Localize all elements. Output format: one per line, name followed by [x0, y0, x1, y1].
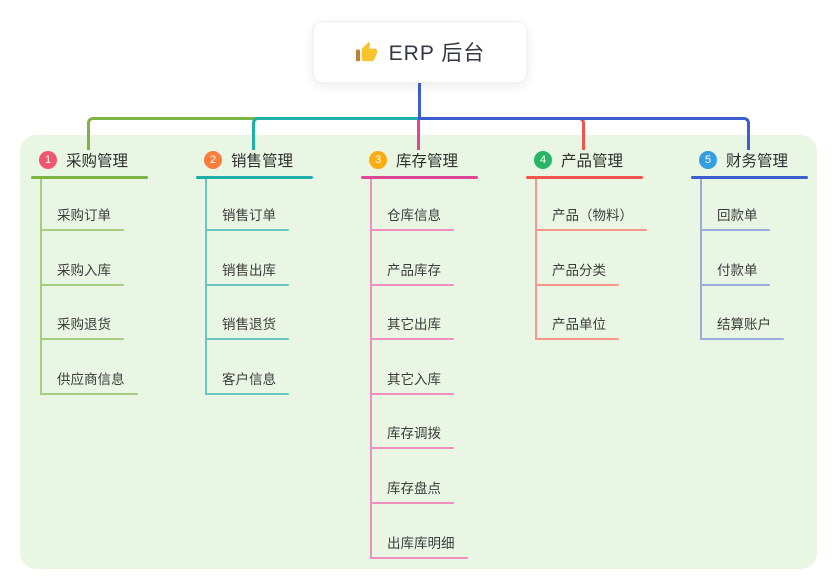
- branch-item[interactable]: 客户信息: [222, 372, 276, 387]
- branch-item[interactable]: 付款单: [717, 263, 758, 278]
- branch-badge: 1: [39, 151, 57, 169]
- branch-trunk-line: [535, 179, 537, 340]
- item-underline: [40, 284, 124, 286]
- item-underline: [700, 229, 770, 231]
- branch-item[interactable]: 仓库信息: [387, 208, 441, 223]
- branch-item[interactable]: 其它入库: [387, 372, 441, 387]
- branch-item[interactable]: 采购订单: [57, 208, 111, 223]
- branch-item[interactable]: 销售出库: [222, 263, 276, 278]
- item-underline: [370, 447, 454, 449]
- branch-underline: [526, 176, 643, 179]
- connector-branch-5: [418, 117, 750, 150]
- branch-item[interactable]: 供应商信息: [57, 372, 125, 387]
- branch-header-1[interactable]: 1 采购管理: [39, 149, 128, 171]
- item-underline: [535, 338, 619, 340]
- branch-item[interactable]: 结算账户: [717, 317, 771, 332]
- root-connector-stem: [417, 83, 421, 119]
- branch-item[interactable]: 产品分类: [552, 263, 606, 278]
- branch-header-5[interactable]: 5 财务管理: [699, 149, 788, 171]
- branch-badge: 3: [369, 151, 387, 169]
- branch-header-2[interactable]: 2 销售管理: [204, 149, 293, 171]
- item-underline: [370, 338, 454, 340]
- branch-header-4[interactable]: 4 产品管理: [534, 149, 623, 171]
- branch-item[interactable]: 销售订单: [222, 208, 276, 223]
- branch-item[interactable]: 其它出库: [387, 317, 441, 332]
- item-underline: [700, 338, 784, 340]
- branch-label: 采购管理: [66, 153, 129, 170]
- branch-label: 销售管理: [231, 153, 294, 170]
- branch-trunk-line: [700, 179, 702, 340]
- item-underline: [205, 393, 289, 395]
- item-underline: [535, 229, 647, 231]
- branch-header-3[interactable]: 3 库存管理: [369, 149, 458, 171]
- branch-badge: 4: [534, 151, 552, 169]
- branch-item[interactable]: 库存盘点: [387, 481, 441, 496]
- branch-underline: [31, 176, 148, 179]
- branch-label: 产品管理: [561, 153, 624, 170]
- item-underline: [370, 557, 468, 559]
- item-underline: [370, 502, 454, 504]
- thumbs-up-icon: [355, 41, 377, 61]
- branch-underline: [691, 176, 808, 179]
- branch-item[interactable]: 产品库存: [387, 263, 441, 278]
- connector-branch-2: [252, 117, 418, 150]
- root-label: ERP 后台: [388, 42, 486, 65]
- branch-label: 财务管理: [726, 153, 789, 170]
- item-underline: [40, 338, 124, 340]
- item-underline: [370, 393, 454, 395]
- item-underline: [205, 338, 289, 340]
- branch-trunk-line: [40, 179, 42, 395]
- root-node[interactable]: ERP 后台: [313, 21, 527, 83]
- branch-item[interactable]: 产品（物料）: [552, 208, 633, 223]
- branch-badge: 2: [204, 151, 222, 169]
- branch-item[interactable]: 回款单: [717, 208, 758, 223]
- branch-trunk-line: [370, 179, 372, 559]
- branch-badge: 5: [699, 151, 717, 169]
- item-underline: [40, 393, 138, 395]
- item-underline: [370, 229, 454, 231]
- branch-item[interactable]: 销售退货: [222, 317, 276, 332]
- branch-underline: [361, 176, 478, 179]
- branch-underline: [196, 176, 313, 179]
- connector-branch-3: [416, 120, 420, 150]
- item-underline: [370, 284, 454, 286]
- item-underline: [700, 284, 770, 286]
- branch-item[interactable]: 产品单位: [552, 317, 606, 332]
- item-underline: [205, 229, 289, 231]
- item-underline: [205, 284, 289, 286]
- branch-item[interactable]: 采购退货: [57, 317, 111, 332]
- mindmap-panel: [20, 135, 817, 569]
- branch-trunk-line: [205, 179, 207, 395]
- branch-label: 库存管理: [396, 153, 459, 170]
- branch-item[interactable]: 库存调拨: [387, 426, 441, 441]
- branch-item[interactable]: 采购入库: [57, 263, 111, 278]
- branch-item[interactable]: 出库库明细: [387, 536, 455, 551]
- item-underline: [535, 284, 619, 286]
- item-underline: [40, 229, 124, 231]
